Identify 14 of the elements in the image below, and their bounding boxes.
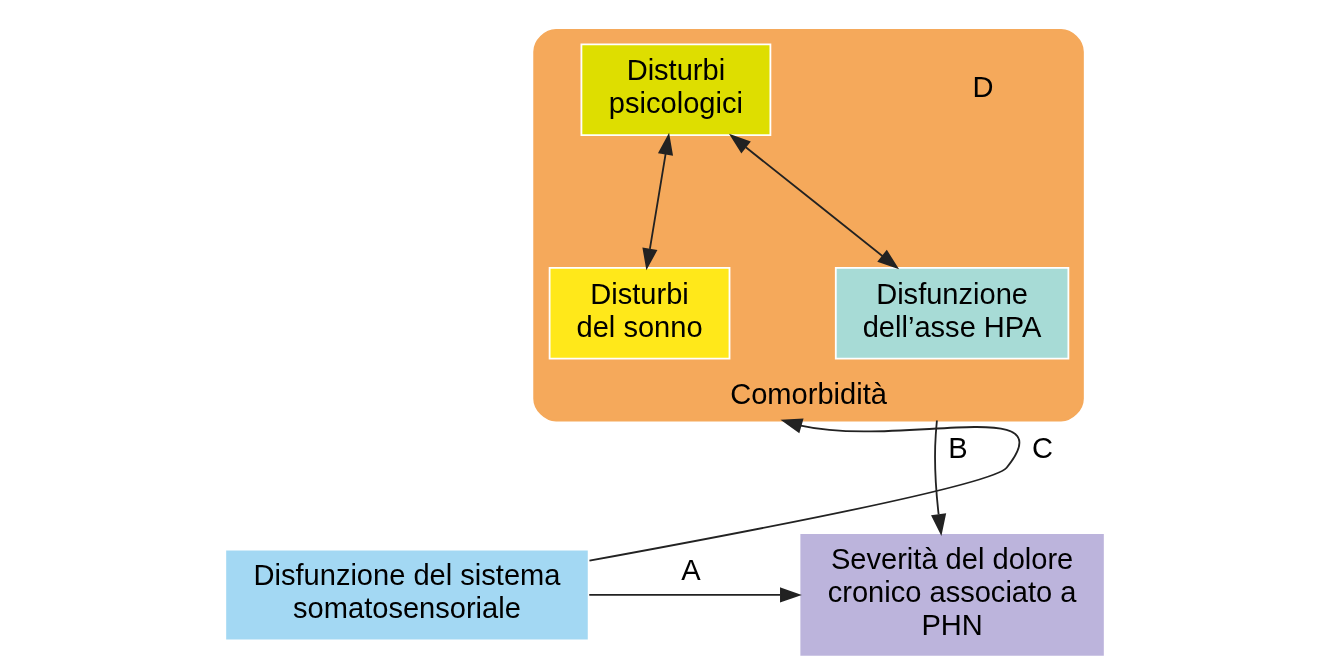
node-label: D bbox=[972, 70, 994, 103]
arrow bbox=[931, 419, 947, 536]
node-box: Disfunzione del sistema somatosensoriale bbox=[224, 548, 590, 642]
node-box: Disturbi psicologici bbox=[580, 43, 772, 137]
arrow bbox=[588, 418, 1021, 562]
edge-label: C bbox=[1032, 432, 1054, 465]
node-box: Disturbi del sonno bbox=[548, 266, 731, 360]
edge-label: B bbox=[948, 432, 968, 465]
node-box: Disfunzione dell’asse HPA bbox=[834, 266, 1070, 360]
node-box: Severità del dolore cronico associato a PHN bbox=[798, 532, 1106, 658]
arrow bbox=[642, 132, 674, 271]
arrow bbox=[728, 133, 900, 270]
arrow bbox=[588, 587, 802, 603]
edge-label: A bbox=[681, 554, 699, 587]
